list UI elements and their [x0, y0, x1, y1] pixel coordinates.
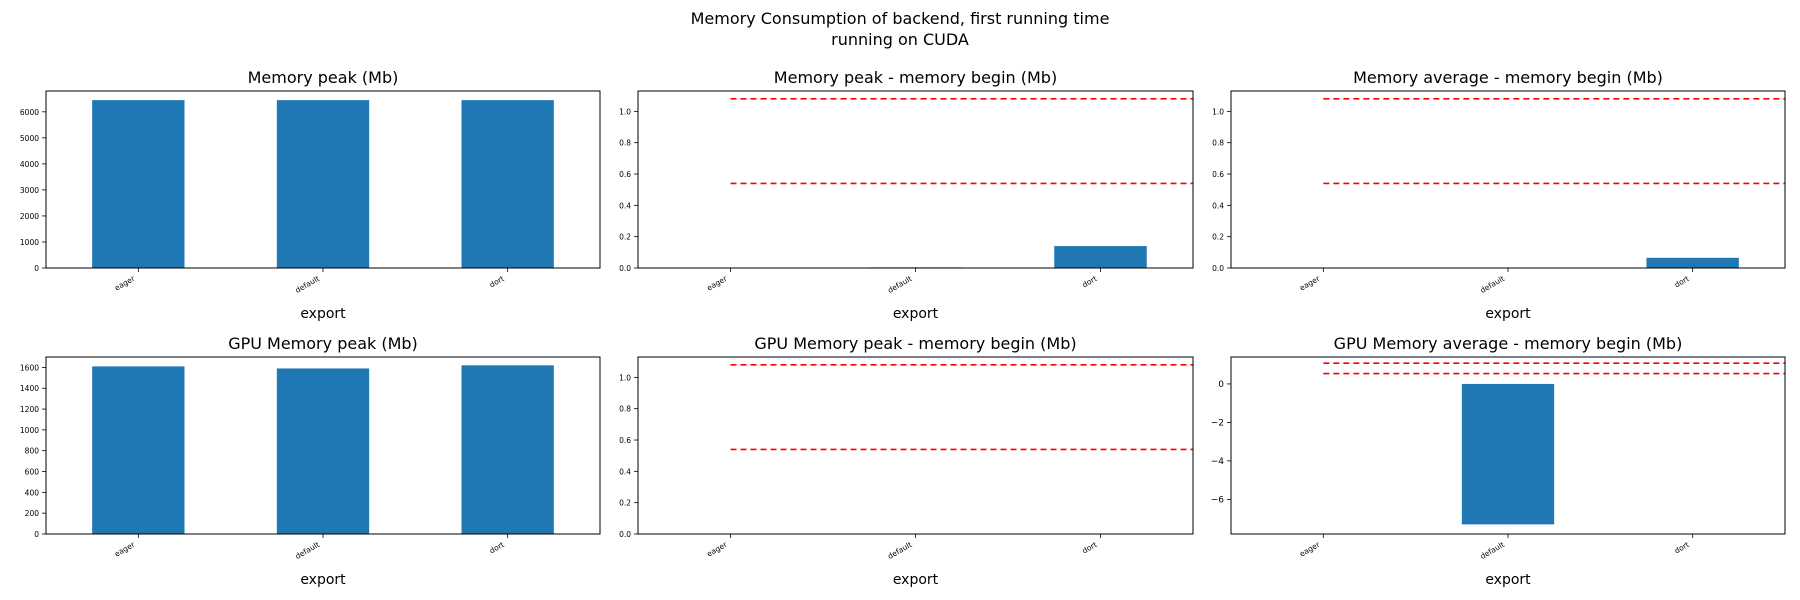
y-tick-label: 1.0 [619, 107, 631, 116]
axes-frame [1230, 90, 1786, 269]
x-tick-label: default [886, 274, 913, 295]
x-tick-label: dort [488, 274, 506, 290]
subplot-title: Memory peak (Mb) [248, 68, 399, 87]
y-tick-label: −2 [1211, 418, 1224, 428]
subplot-title: GPU Memory peak (Mb) [228, 334, 418, 353]
subplot-3: 0.0 0.2 0.4 0.6 0.8 1.0 eager default dort Memory… [1212, 68, 1786, 322]
y-tick-label: 1400 [20, 384, 39, 393]
figure-title-line-2: running on CUDA [831, 30, 969, 49]
bar-dort [1646, 257, 1739, 268]
subplot-title: GPU Memory average - memory begin (Mb) [1334, 334, 1683, 353]
x-tick-label: eager [113, 273, 137, 292]
x-tick-label: eager [113, 539, 137, 558]
y-tick-label: 0.4 [619, 467, 631, 476]
bar-dort [1054, 246, 1147, 268]
y-tick-label: 0 [34, 264, 39, 273]
axes-frame [637, 356, 1194, 535]
subplot-5: 0.0 0.2 0.4 0.6 0.8 1.0 eager default dort GPU Me… [619, 334, 1194, 588]
x-tick-label: dort [488, 540, 506, 556]
y-tick-label: 0.8 [1212, 139, 1224, 148]
y-tick-label: 0.4 [1212, 201, 1224, 210]
y-tick-label: 400 [25, 488, 40, 497]
y-tick-label: 0.2 [1212, 233, 1224, 242]
y-tick-label: 0 [1218, 380, 1224, 390]
y-tick-label: 0.8 [619, 139, 631, 148]
bar-default [276, 100, 370, 268]
subplot-title: GPU Memory peak - memory begin (Mb) [754, 334, 1076, 353]
x-axis-label: export [893, 572, 939, 588]
y-tick-label: 1200 [20, 405, 39, 414]
y-tick-label: 0.4 [619, 201, 631, 210]
y-tick-label: 0.0 [1212, 264, 1224, 273]
subplot-title: Memory peak - memory begin (Mb) [774, 68, 1057, 87]
bar-eager [92, 100, 185, 268]
subplot-1: 0 1000 2000 3000 4000 5000 6000 eager default dor… [20, 68, 601, 322]
y-tick-label: 1.0 [1212, 107, 1224, 116]
y-tick-label: 3000 [20, 186, 39, 195]
bar-dort [461, 100, 554, 268]
x-axis-label: export [1485, 572, 1531, 588]
y-tick-label: 200 [25, 509, 40, 518]
x-tick-label: default [1479, 274, 1506, 295]
figure-title-line-1: Memory Consumption of backend, first run… [690, 9, 1110, 28]
x-tick-label: default [294, 274, 321, 295]
x-tick-label: dort [1081, 540, 1099, 556]
x-tick-label: eager [705, 539, 729, 558]
x-tick-label: default [886, 540, 913, 561]
x-tick-label: dort [1673, 540, 1691, 556]
y-tick-label: 1.0 [619, 373, 631, 382]
bar-default [276, 368, 370, 534]
y-tick-label: 4000 [20, 160, 39, 169]
y-tick-label: 0.2 [619, 499, 631, 508]
bar-eager [92, 366, 185, 534]
y-tick-label: 1600 [20, 363, 39, 372]
x-tick-label: eager [1298, 539, 1322, 558]
y-tick-label: −6 [1211, 495, 1225, 505]
x-tick-label: default [1479, 540, 1506, 561]
y-tick-label: 0.2 [619, 233, 631, 242]
x-tick-label: eager [705, 273, 729, 292]
x-tick-label: eager [1298, 273, 1322, 292]
y-tick-label: −4 [1211, 457, 1225, 467]
bar-default [1461, 383, 1555, 525]
x-axis-label: export [1485, 306, 1531, 322]
x-axis-label: export [300, 306, 346, 322]
y-tick-label: 6000 [20, 108, 39, 117]
x-axis-label: export [893, 306, 939, 322]
x-tick-label: default [294, 540, 321, 561]
y-tick-label: 0.0 [619, 530, 631, 539]
subplot-title: Memory average - memory begin (Mb) [1353, 68, 1663, 87]
y-tick-label: 0.0 [619, 264, 631, 273]
x-tick-label: dort [1081, 274, 1099, 290]
subplot-2: 0.0 0.2 0.4 0.6 0.8 1.0 eager default dort Memory… [619, 68, 1194, 322]
axes-frame [637, 90, 1194, 269]
y-tick-label: 0.8 [619, 405, 631, 414]
bar-dort [461, 365, 554, 534]
y-tick-label: 800 [25, 447, 40, 456]
subplot-4: 0 200 400 600 800 1000 1200 1400 1600 eager defaul… [20, 334, 601, 588]
x-tick-label: dort [1673, 274, 1691, 290]
y-tick-label: 600 [25, 468, 40, 477]
y-tick-label: 2000 [20, 212, 39, 221]
y-tick-label: 0.6 [619, 436, 631, 445]
subplot-6: 0 −2 −4 −6 eager default dort GPU Memory averag… [1211, 334, 1786, 588]
x-axis-label: export [300, 572, 346, 588]
y-tick-label: 1000 [20, 426, 39, 435]
y-tick-label: 0.6 [1212, 170, 1224, 179]
y-tick-label: 1000 [20, 238, 39, 247]
y-tick-label: 0.6 [619, 170, 631, 179]
y-tick-label: 0 [34, 530, 39, 539]
y-tick-label: 5000 [20, 134, 39, 143]
